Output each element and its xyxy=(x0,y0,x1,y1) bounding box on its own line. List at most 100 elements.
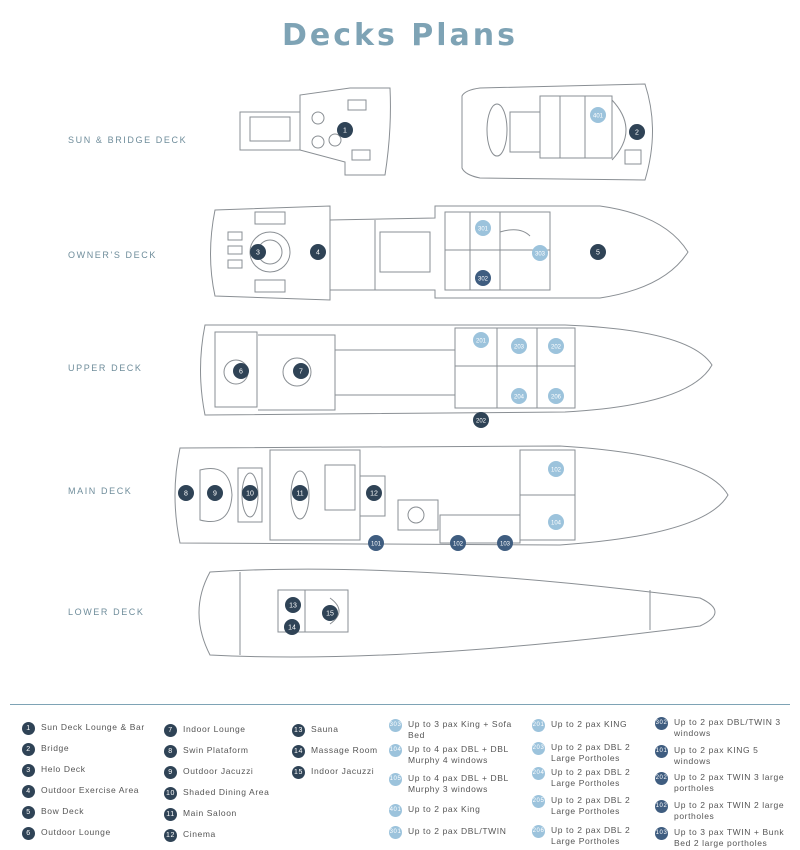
marker-circle xyxy=(366,485,382,501)
marker-label: 301 xyxy=(478,227,489,233)
marker-label: 8 xyxy=(184,491,188,498)
legend-item: 401 Up to 2 pax King xyxy=(389,804,524,817)
deck-marker: 302 xyxy=(475,270,491,286)
marker-label: 10 xyxy=(246,491,254,498)
legend-item: 13 Sauna xyxy=(292,724,387,737)
legend-badge: 8 xyxy=(164,745,177,758)
marker-circle xyxy=(497,535,513,551)
deck-label-main: MAIN DECK xyxy=(68,486,133,496)
marker-circle xyxy=(548,514,564,530)
legend-label: Up to 3 pax King + Sofa Bed xyxy=(408,719,512,740)
marker-circle xyxy=(629,124,645,140)
marker-circle xyxy=(337,122,353,138)
deck-marker: 102 xyxy=(450,535,466,551)
legend-label: Helo Deck xyxy=(41,764,86,774)
marker-circle xyxy=(285,597,301,613)
deck-marker: 1 xyxy=(337,122,353,138)
marker-label: 3 xyxy=(256,250,260,257)
marker-label: 202 xyxy=(476,419,487,425)
legend-badge: 6 xyxy=(22,827,35,840)
marker-label: 12 xyxy=(370,491,378,498)
marker-circle xyxy=(548,388,564,404)
legend-label: Massage Room xyxy=(311,745,378,755)
marker-label: 201 xyxy=(476,339,487,345)
legend-label: Up to 2 pax TWIN 3 large portholes xyxy=(674,772,785,793)
marker-circle xyxy=(322,605,338,621)
deck-marker: 102 xyxy=(548,461,564,477)
marker-label: 206 xyxy=(551,395,562,401)
legend-item: 10 Shaded Dining Area xyxy=(164,787,284,800)
legend-label: Up to 4 pax DBL + DBL Murphy 4 windows xyxy=(408,744,509,765)
deck-marker: 401 xyxy=(590,107,606,123)
legend-badge: 13 xyxy=(292,724,305,737)
marker-label: 11 xyxy=(296,491,303,498)
legend-label: Sun Deck Lounge & Bar xyxy=(41,722,145,732)
marker-circle xyxy=(368,535,384,551)
deck-marker: 101 xyxy=(368,535,384,551)
deck-label-upper: UPPER DECK xyxy=(68,363,143,373)
legend-label: Main Saloon xyxy=(183,808,237,818)
legend-label: Swin Plataform xyxy=(183,745,249,755)
legend-item: 202 Up to 2 pax TWIN 3 large portholes xyxy=(655,772,795,794)
marker-circle xyxy=(207,485,223,501)
marker-circle xyxy=(450,535,466,551)
legend-label: Sauna xyxy=(311,724,339,734)
marker-label: 6 xyxy=(239,369,243,376)
legend-label: Indoor Lounge xyxy=(183,724,246,734)
legend-label: Up to 2 pax DBL 2 Large Portholes xyxy=(551,767,631,788)
legend-label: Up to 2 pax King xyxy=(408,804,481,814)
deck-marker: 8 xyxy=(178,485,194,501)
deck-marker: 9 xyxy=(207,485,223,501)
legend-badge: 204 xyxy=(532,767,545,780)
legend-badge: 9 xyxy=(164,766,177,779)
upper-deck-plan xyxy=(200,324,713,416)
deck-marker: 11 xyxy=(292,485,308,501)
legend-label: Up to 3 pax TWIN + Bunk Bed 2 large port… xyxy=(674,827,785,848)
marker-circle xyxy=(475,270,491,286)
legend-badge: 4 xyxy=(22,785,35,798)
legend-badge: 301 xyxy=(389,826,402,839)
legend-item: 204 Up to 2 pax DBL 2 Large Portholes xyxy=(532,767,650,789)
legend-divider xyxy=(10,704,790,705)
marker-circle xyxy=(548,338,564,354)
legend-badge: 401 xyxy=(389,804,402,817)
deck-marker: 303 xyxy=(532,245,548,261)
marker-label: 13 xyxy=(289,603,297,610)
legend-label: Up to 4 pax DBL + DBL Murphy 3 windows xyxy=(408,773,509,794)
legend-badge: 10 xyxy=(164,787,177,800)
legend-label: Up to 2 pax TWIN 2 large portholes xyxy=(674,800,785,821)
sun-deck-plan xyxy=(239,87,391,176)
deck-marker: 12 xyxy=(366,485,382,501)
deck-marker: 10 xyxy=(242,485,258,501)
legend-label: Shaded Dining Area xyxy=(183,787,270,797)
legend-item: 8 Swin Plataform xyxy=(164,745,284,758)
page-title: Decks Plans xyxy=(281,18,518,53)
legend-label: Indoor Jacuzzi xyxy=(311,766,375,776)
marker-label: 9 xyxy=(213,491,217,498)
legend-badge: 1 xyxy=(22,722,35,735)
deck-marker: 104 xyxy=(548,514,564,530)
legend-badge: 202 xyxy=(655,772,668,785)
legend-badge: 2 xyxy=(22,743,35,756)
marker-circle xyxy=(473,412,489,428)
deck-marker: 14 xyxy=(284,619,300,635)
